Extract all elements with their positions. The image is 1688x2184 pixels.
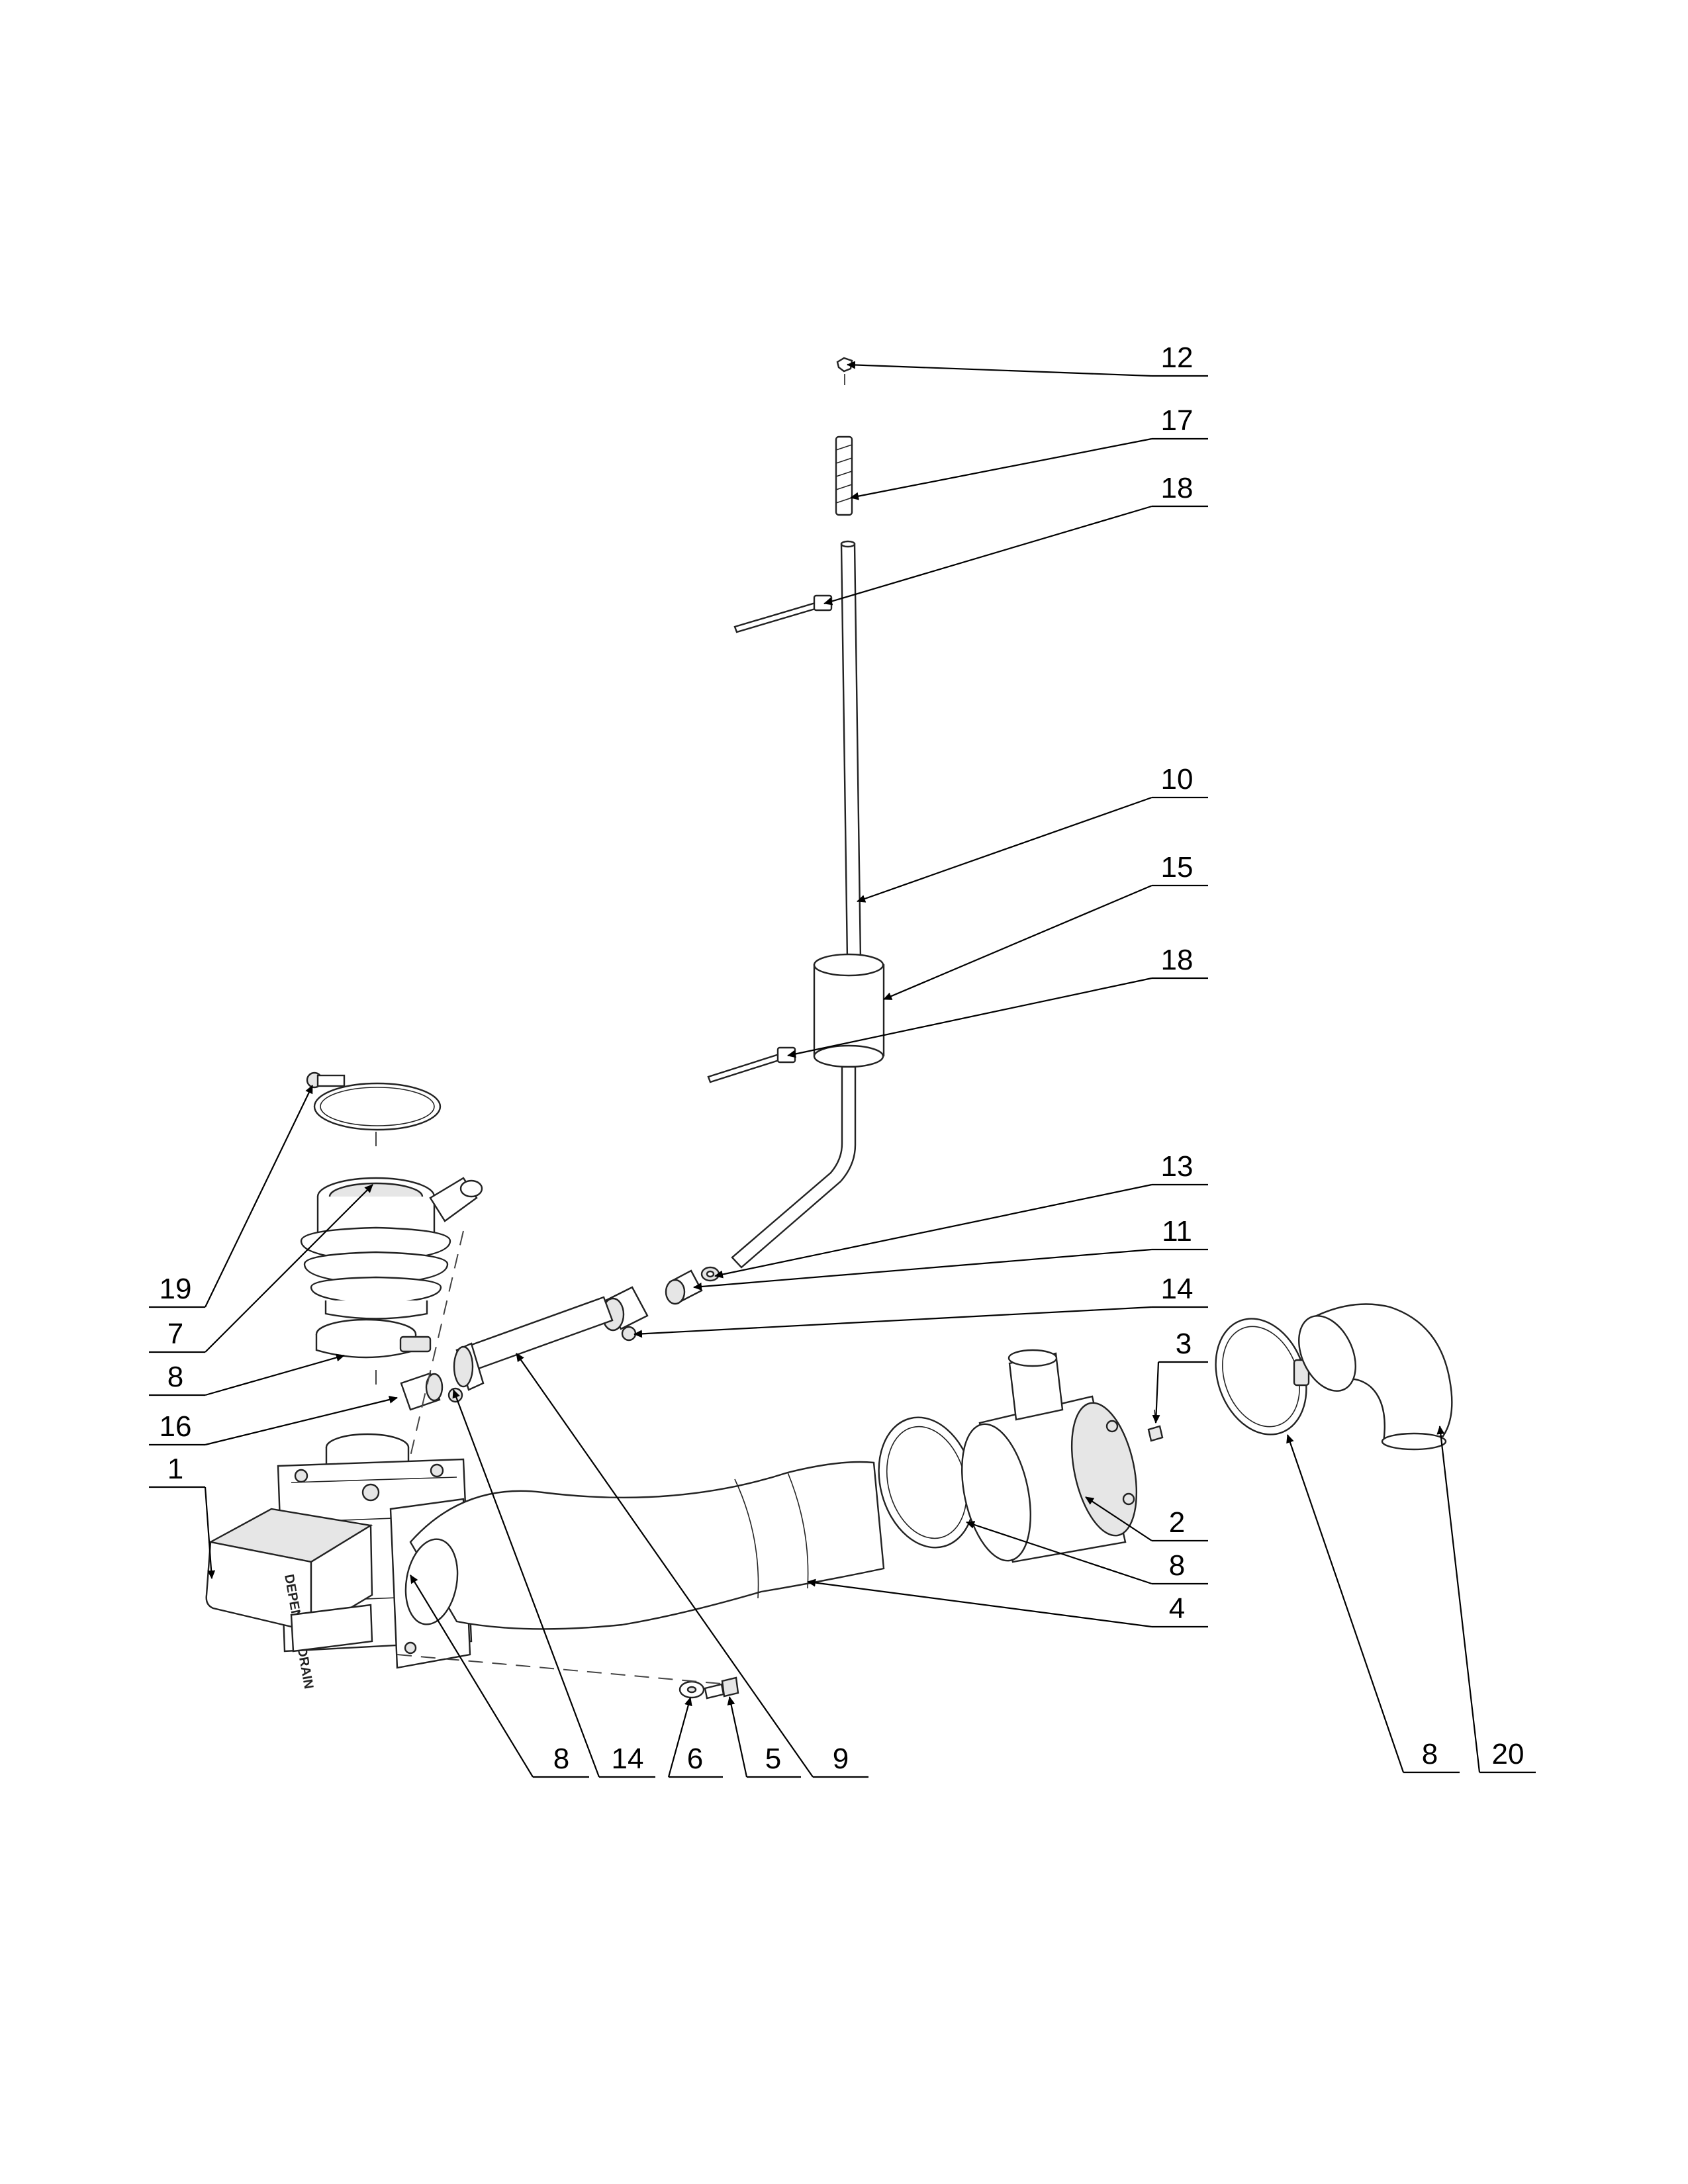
- callout-8-upper: 8: [149, 1353, 345, 1396]
- callout-10: 10: [857, 763, 1208, 903]
- svg-text:6: 6: [687, 1743, 703, 1775]
- callout-11: 11: [693, 1215, 1208, 1291]
- svg-text:20: 20: [1492, 1738, 1524, 1770]
- callout-13: 13: [714, 1150, 1208, 1279]
- svg-text:8: 8: [1422, 1738, 1438, 1770]
- callout-19: 19: [149, 1085, 313, 1308]
- callout-14-upper: 14: [633, 1273, 1208, 1338]
- svg-text:16: 16: [160, 1410, 192, 1443]
- part-spiral-wrap: [835, 435, 853, 516]
- part-clamp-band-upper: [315, 1318, 432, 1359]
- callout-9: 9: [516, 1353, 868, 1778]
- callout-14-lower: 14: [452, 1389, 655, 1778]
- part-top-clamp-ring: [306, 1071, 442, 1131]
- callout-18-top: 18: [823, 472, 1208, 606]
- part-elbow: [1298, 1303, 1453, 1451]
- svg-text:5: 5: [765, 1743, 781, 1775]
- callout-6: 6: [667, 1697, 723, 1778]
- callout-8-right: 8: [1286, 1434, 1460, 1774]
- callout-1: 1: [149, 1453, 216, 1579]
- svg-text:15: 15: [1161, 851, 1194, 884]
- part-vent-hose: [455, 1296, 614, 1375]
- svg-text:18: 18: [1161, 472, 1194, 504]
- part-washer: [679, 1680, 705, 1699]
- callout-8-bottom: 8: [410, 1574, 589, 1778]
- callout-16: 16: [149, 1396, 398, 1446]
- callout-4: 4: [807, 1578, 1208, 1628]
- svg-text:8: 8: [167, 1361, 183, 1393]
- callout-7: 7: [149, 1184, 373, 1353]
- svg-text:4: 4: [1169, 1592, 1185, 1625]
- svg-text:3: 3: [1176, 1328, 1192, 1360]
- callout-20: 20: [1436, 1426, 1536, 1774]
- callout-17: 17: [850, 404, 1208, 500]
- part-vent-tube: [840, 540, 862, 961]
- callout-2: 2: [1085, 1496, 1208, 1542]
- svg-text:1: 1: [167, 1453, 183, 1485]
- part-cable-tie-top: [733, 594, 833, 633]
- svg-text:7: 7: [167, 1318, 183, 1350]
- part-adapter-fitting: [665, 1269, 703, 1305]
- svg-text:14: 14: [1161, 1273, 1194, 1305]
- callout-18-lower: 18: [787, 944, 1208, 1058]
- callout-8-middle: 8: [966, 1521, 1208, 1585]
- part-small-nut: [700, 1266, 720, 1282]
- svg-text:11: 11: [1162, 1215, 1192, 1248]
- part-inline-tee: [961, 1349, 1138, 1563]
- callout-12: 12: [847, 341, 1208, 377]
- part-cable-tie-lower: [707, 1046, 796, 1083]
- svg-text:8: 8: [553, 1743, 569, 1775]
- part-foam-cylinder: [813, 953, 885, 1068]
- part-clamp-band-right: [1215, 1318, 1310, 1435]
- part-hose-barb: [400, 1372, 444, 1411]
- svg-text:18: 18: [1161, 944, 1194, 976]
- callout-5: 5: [727, 1696, 801, 1778]
- part-main-hose: [404, 1461, 885, 1630]
- svg-text:12: 12: [1161, 341, 1194, 374]
- callout-3: 3: [1152, 1328, 1208, 1424]
- svg-text:13: 13: [1161, 1150, 1194, 1183]
- svg-text:14: 14: [612, 1743, 644, 1775]
- part-bolt: [704, 1676, 739, 1700]
- svg-text:2: 2: [1169, 1506, 1185, 1539]
- svg-text:9: 9: [833, 1743, 849, 1775]
- svg-text:10: 10: [1161, 763, 1194, 796]
- svg-text:8: 8: [1169, 1549, 1185, 1582]
- svg-text:19: 19: [160, 1273, 192, 1305]
- part-top-clip: [836, 357, 853, 385]
- part-bent-tube: [731, 1066, 857, 1269]
- part-bellows-fitting: [300, 1177, 483, 1320]
- svg-text:17: 17: [1161, 404, 1194, 437]
- callout-15: 15: [883, 851, 1208, 1001]
